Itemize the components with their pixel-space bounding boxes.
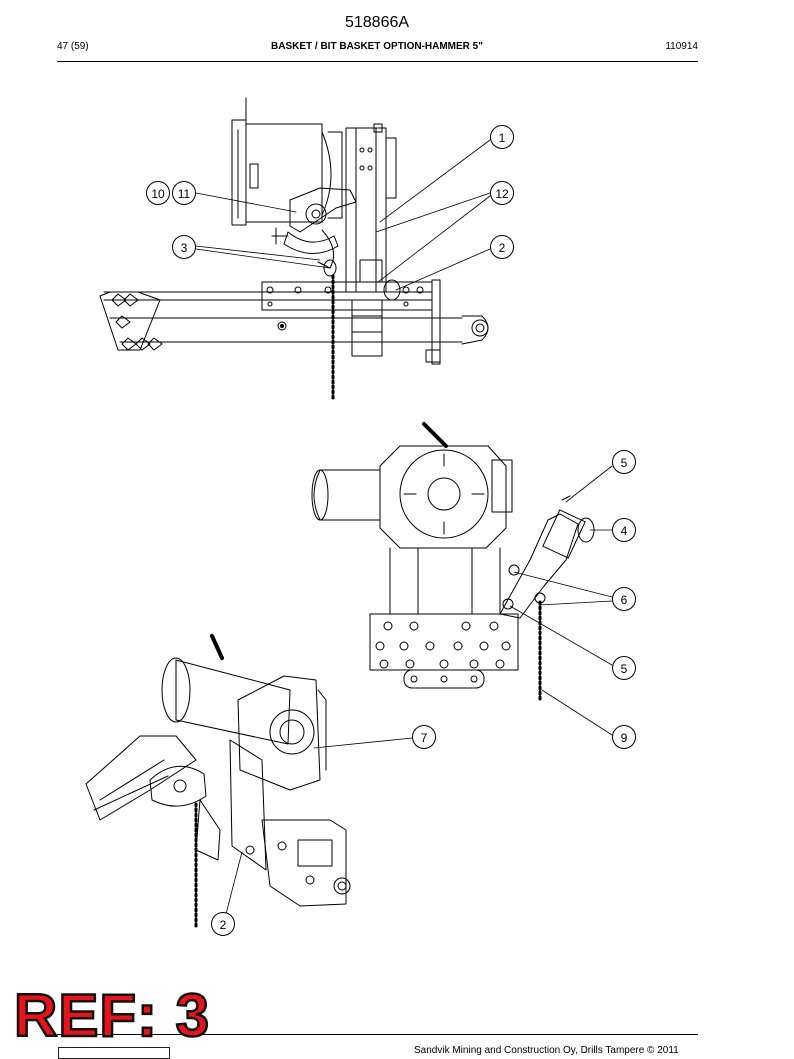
callout-4: 4: [612, 518, 636, 542]
ref-stamp: REF: 3: [13, 982, 211, 1049]
company-logo: [58, 1047, 170, 1059]
front-view-drawing: [311, 422, 595, 702]
page-number: 47 (59): [57, 41, 89, 52]
document-number: 518866A: [344, 14, 410, 31]
callout-3: 3: [172, 235, 196, 259]
callout-2-bottom: 2: [211, 912, 235, 936]
callout-5-bottom: 5: [612, 656, 636, 680]
callout-2-top: 2: [490, 235, 514, 259]
callout-9: 9: [612, 725, 636, 749]
date-code: 110914: [665, 41, 698, 52]
leader-lines: [195, 139, 613, 915]
callout-6: 6: [612, 587, 636, 611]
side-view-drawing: [99, 97, 489, 400]
callout-5-top: 5: [612, 450, 636, 474]
isometric-view-drawing: [85, 634, 351, 928]
page-title: BASKET / BIT BASKET OPTION-HAMMER 5": [271, 41, 483, 52]
callout-1: 1: [490, 125, 514, 149]
footer-rule: [57, 1034, 698, 1035]
callout-12: 12: [490, 181, 514, 205]
callout-7: 7: [412, 725, 436, 749]
footer-copyright: Sandvik Mining and Construction Oy, Dril…: [414, 1045, 679, 1056]
header-rule: [57, 61, 698, 62]
callout-11: 11: [172, 181, 196, 205]
callout-10: 10: [146, 181, 170, 205]
